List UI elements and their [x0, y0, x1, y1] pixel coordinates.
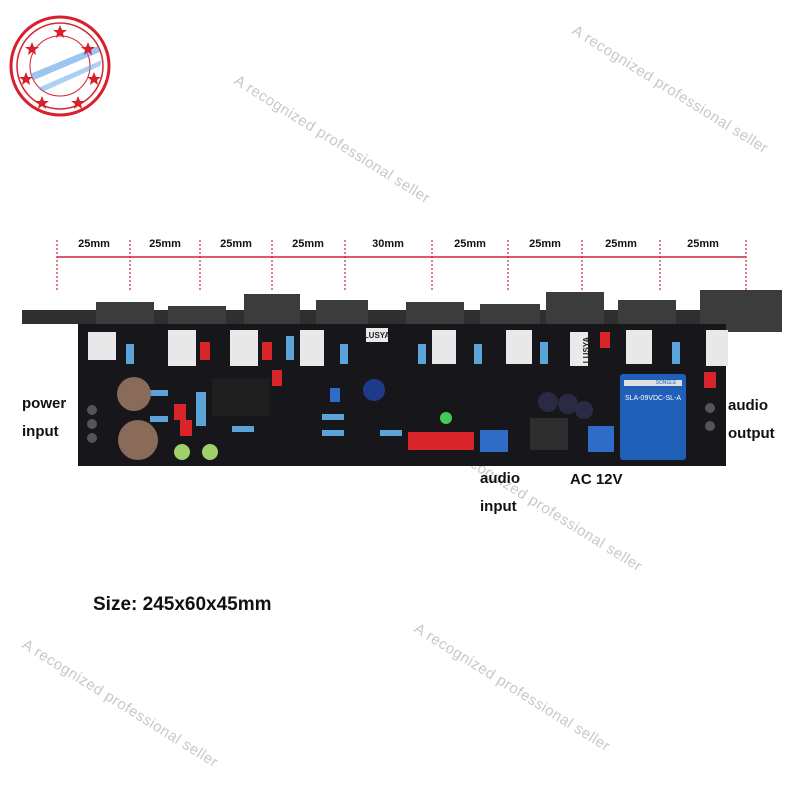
- dimension-label: 30mm: [372, 238, 404, 250]
- dimension-label: 25mm: [220, 238, 252, 250]
- relay-brand: SONGLE: [656, 380, 678, 386]
- audio-input-label: audio input: [480, 470, 520, 515]
- dimension-label: 25mm: [529, 238, 561, 250]
- watermark-text: A recognized professional seller: [230, 72, 434, 208]
- dimension-label: 25mm: [687, 238, 719, 250]
- seller-seal-logo: [9, 15, 111, 117]
- dimension-label: 25mm: [454, 238, 486, 250]
- dimension-label: 25mm: [149, 238, 181, 250]
- audio-output-label: audio output: [728, 397, 775, 442]
- size-label: Size: 245x60x45mm: [93, 594, 272, 615]
- amplifier-board-photo: SLA-09VDC-SL-A SONGLE LUSYA LUSYA: [22, 290, 782, 466]
- watermark-text: A recognized professional seller: [568, 22, 772, 158]
- watermark-text: A recognized professional seller: [410, 620, 614, 756]
- dimension-label: 25mm: [605, 238, 637, 250]
- dimension-label: 25mm: [78, 238, 110, 250]
- dimension-ruler: 25mm 25mm 25mm 25mm 30mm 25mm 25mm 25mm …: [0, 232, 800, 292]
- power-input-label: power input: [22, 395, 67, 440]
- ac-power-label: AC 12V: [570, 471, 623, 488]
- relay-model: SLA-09VDC-SL-A: [625, 395, 681, 402]
- watermark-text: A recognized professional seller: [18, 636, 222, 772]
- board-brand-label: LUSYA: [582, 337, 591, 364]
- dimension-label: 25mm: [292, 238, 324, 250]
- board-brand-label: LUSYA: [364, 331, 391, 340]
